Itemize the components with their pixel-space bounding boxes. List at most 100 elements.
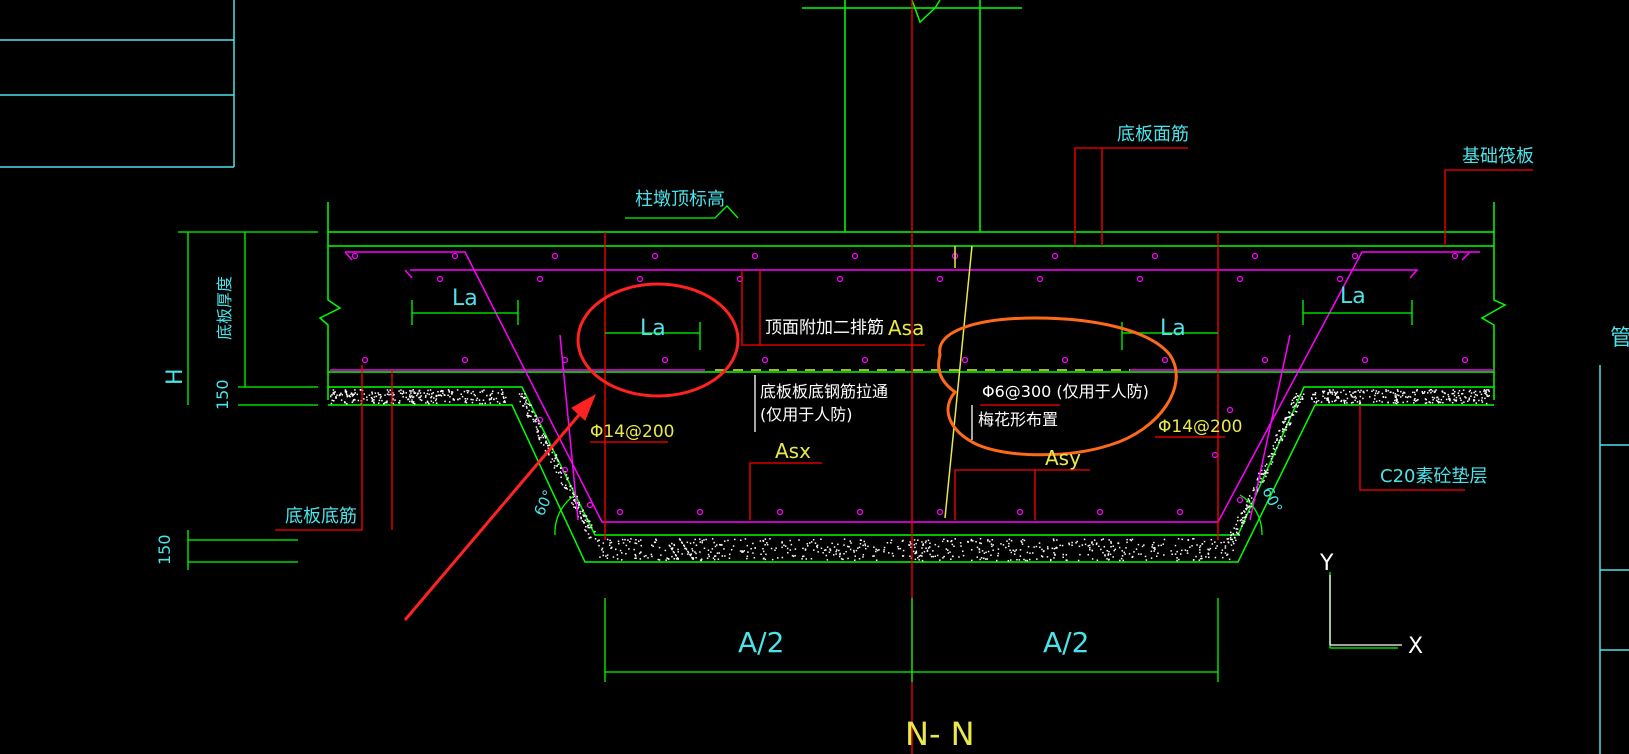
hatch-speck	[386, 389, 389, 391]
hatch-speck	[465, 401, 468, 404]
hatch-speck	[392, 398, 394, 401]
hatch-speck	[1174, 553, 1177, 555]
hatch-speck	[997, 548, 1000, 550]
hatch-speck	[1087, 545, 1090, 547]
hatch-speck	[529, 404, 531, 407]
hatch-speck	[668, 544, 671, 547]
hatch-speck	[1428, 390, 1431, 392]
hatch-speck	[1320, 401, 1323, 403]
la-right-outer-label: La	[1340, 284, 1366, 309]
hatch-speck	[1458, 390, 1461, 392]
hatch-speck	[523, 396, 526, 399]
hatch-speck	[714, 545, 717, 548]
hatch-speck	[1010, 559, 1012, 561]
ucs-x-label: X	[1408, 634, 1423, 659]
hatch-speck	[574, 498, 576, 501]
hatch-speck	[416, 394, 418, 397]
hatch-speck	[766, 542, 768, 544]
hatch-speck	[635, 555, 637, 557]
hatch-speck	[526, 414, 529, 417]
hatch-speck	[1474, 393, 1477, 396]
hatch-speck	[1459, 397, 1461, 399]
hatch-speck	[1123, 551, 1125, 554]
hatch-speck	[839, 552, 841, 555]
hatch-speck	[1362, 397, 1364, 400]
hatch-speck	[1156, 555, 1158, 557]
hatch-speck	[1234, 537, 1236, 539]
hatch-speck	[525, 399, 527, 401]
hatch-speck	[1453, 398, 1455, 401]
hatch-speck	[465, 400, 467, 402]
hatch-speck	[676, 557, 679, 559]
hatch-speck	[435, 398, 438, 400]
hatch-speck	[1110, 540, 1112, 543]
hatch-speck	[572, 503, 574, 506]
hatch-speck	[746, 555, 749, 557]
hatch-speck	[428, 393, 430, 396]
top-additional-bars-label: 顶面附加二排筋	[765, 318, 884, 338]
hatch-speck	[689, 542, 692, 545]
hatch-speck	[820, 547, 823, 550]
hatch-speck	[399, 392, 402, 394]
hatch-speck	[341, 394, 343, 396]
hatch-speck	[720, 544, 722, 546]
hatch-speck	[1223, 541, 1225, 543]
hatch-speck	[501, 389, 503, 391]
hatch-speck	[708, 555, 710, 558]
hatch-speck	[1023, 558, 1025, 561]
hatch-speck	[346, 402, 348, 405]
hatch-speck	[1226, 554, 1228, 556]
hatch-speck	[897, 548, 900, 550]
hatch-speck	[1288, 421, 1290, 424]
hatch-speck	[598, 544, 600, 547]
hatch-speck	[679, 539, 682, 541]
hatch-speck	[1427, 392, 1429, 394]
hatch-speck	[368, 394, 371, 396]
hatch-speck	[528, 415, 530, 417]
hatch-speck	[1486, 389, 1488, 391]
hatch-speck	[1010, 551, 1012, 554]
hatch-speck	[400, 389, 402, 391]
hatch-speck	[667, 558, 669, 560]
hatch-speck	[858, 546, 861, 548]
hatch-speck	[1400, 390, 1402, 393]
hatch-speck	[439, 394, 442, 396]
hatch-speck	[855, 549, 858, 552]
hatch-speck	[1198, 546, 1201, 549]
hatch-speck	[1041, 548, 1043, 551]
hatch-speck	[1263, 469, 1266, 472]
hatch-speck	[902, 549, 905, 552]
hatch-speck	[407, 398, 409, 401]
hatch-speck	[952, 555, 954, 557]
hatch-speck	[332, 392, 334, 394]
hatch-speck	[1336, 391, 1339, 393]
hatch-speck	[699, 538, 701, 540]
hatch-speck	[1476, 394, 1478, 397]
hatch-speck	[694, 551, 696, 553]
hatch-speck	[1253, 489, 1255, 491]
hatch-speck	[1059, 544, 1061, 547]
hatch-speck	[951, 543, 954, 546]
hatch-speck	[1375, 400, 1378, 403]
hatch-speck	[1289, 416, 1291, 418]
hatch-speck	[914, 546, 916, 549]
hatch-speck	[750, 548, 752, 550]
hatch-speck	[1106, 558, 1108, 560]
hatch-speck	[1093, 539, 1096, 541]
hatch-speck	[864, 543, 866, 545]
hatch-speck	[1020, 540, 1022, 542]
hatch-speck	[828, 551, 831, 553]
hatch-speck	[569, 485, 571, 488]
hatch-speck	[1095, 543, 1098, 546]
hatch-speck	[997, 552, 1000, 555]
hatch-speck	[941, 540, 944, 543]
rebar-dot	[1061, 356, 1069, 364]
hatch-speck	[978, 551, 981, 553]
hatch-speck	[954, 538, 956, 540]
hatch-speck	[921, 559, 924, 562]
hatch-speck	[979, 538, 982, 540]
hatch-speck	[503, 397, 505, 399]
hatch-speck	[1484, 397, 1486, 400]
hatch-speck	[721, 555, 724, 557]
